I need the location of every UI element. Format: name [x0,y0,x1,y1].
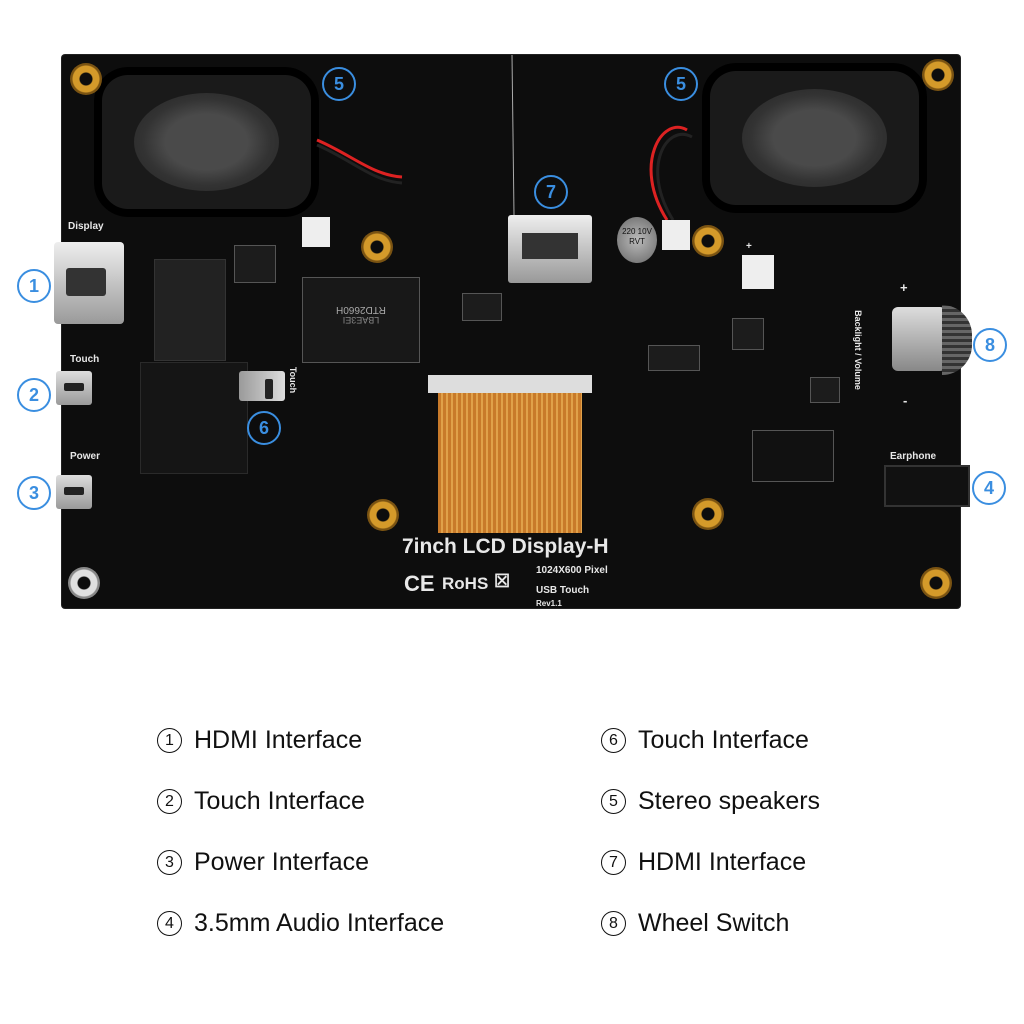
legend-num: 4 [157,911,182,936]
plus-label: + [900,280,908,295]
callout-7: 7 [534,175,568,209]
revision-text: Rev1.1 [536,599,562,608]
mount-hole [68,567,100,599]
mount-hole [361,231,393,263]
main-chip-sub: LBAE3EI [342,315,380,325]
capacitor: 220 10V RVT [617,217,657,263]
wheel-switch[interactable] [892,307,946,371]
minus-label: - [903,393,908,408]
mount-hole [922,59,954,91]
cert-rohs: RoHS [442,574,489,593]
ic-chip [234,245,276,283]
left-speaker [94,67,319,217]
hdmi-port-slot [66,268,106,296]
legend-item: 2 Touch Interface [157,787,365,816]
callout-6: 6 [247,411,281,445]
speaker-cone [742,89,887,187]
fan-plus-label: + [746,241,752,252]
touch-micro-usb-port[interactable] [239,371,285,401]
legend-label: Touch Interface [194,787,365,815]
cert-ce: CE [404,571,435,596]
legend-num: 5 [601,789,626,814]
legend-label: Touch Interface [638,726,809,754]
legend-label: 3.5mm Audio Interface [194,909,445,937]
backlight-volume-label: Backlight / Volume [852,310,863,390]
right-speaker [702,63,927,213]
display-label: Display [68,221,104,232]
flex-cable [438,393,582,533]
legend-num: 8 [601,911,626,936]
legend-item: 4 3.5mm Audio Interface [157,909,444,938]
speaker-connector [302,217,330,247]
power-label: Power [70,451,101,462]
legend-label: Power Interface [194,848,370,876]
top-hdmi-port[interactable] [508,215,592,283]
touch-usb-port[interactable] [56,371,92,405]
mount-hole [920,567,952,599]
touch-spec-text: USB Touch [536,585,590,596]
ic-chip [732,318,764,350]
fpc-connector [428,375,592,393]
legend-num: 7 [601,850,626,875]
hdmi-port[interactable] [54,242,124,324]
legend-label: HDMI Interface [638,848,807,876]
legend-label: Wheel Switch [638,909,790,937]
main-chip: RTD2660H LBAE3EI [302,277,420,363]
speaker-cone [134,93,279,191]
legend-item: 7 HDMI Interface [601,848,806,877]
ic-chip [752,430,834,482]
mount-hole [367,499,399,531]
callout-5-right: 5 [664,67,698,101]
touch-label: Touch [70,354,100,365]
legend-num: 6 [601,728,626,753]
callout-2: 2 [17,378,51,412]
top-hdmi-slot [522,233,578,259]
earphone-jack[interactable] [884,465,970,507]
wheel-edge[interactable] [942,305,972,375]
ic-chip [810,377,840,403]
shield-block [140,362,248,474]
power-usb-port[interactable] [56,475,92,509]
board-title: 7inch LCD Display-H [402,535,609,558]
ic-chip [648,345,700,371]
callout-8: 8 [973,328,1007,362]
legend-item: 1 HDMI Interface [157,726,362,755]
earphone-label: Earphone [890,451,937,462]
legend-num: 3 [157,850,182,875]
speaker-connector [662,220,690,250]
legend-num: 1 [157,728,182,753]
mount-hole [692,225,724,257]
fan-connector [742,255,774,289]
mount-hole [692,498,724,530]
shield-block [154,259,226,361]
legend-num: 2 [157,789,182,814]
legend-item: 8 Wheel Switch [601,909,789,938]
legend-item: 3 Power Interface [157,848,369,877]
legend-label: HDMI Interface [194,726,363,754]
callout-3: 3 [17,476,51,510]
legend-item: 5 Stereo speakers [601,787,820,816]
callout-5-left: 5 [322,67,356,101]
touch-vertical-label: Touch [288,366,299,394]
capacitor-text: 220 10V RVT [622,227,652,246]
callout-4: 4 [972,471,1006,505]
main-chip-text: RTD2660H [336,304,386,315]
callout-1: 1 [17,269,51,303]
resolution-text: 1024X600 Pixel [536,565,608,576]
mount-hole [70,63,102,95]
pcb-board: Display Touch Power RTD2660H LBAE3EI Tou… [54,55,972,608]
ic-chip [462,293,502,321]
weee-icon: ☒ [494,571,511,591]
legend-label: Stereo speakers [638,787,821,815]
legend-item: 6 Touch Interface [601,726,809,755]
